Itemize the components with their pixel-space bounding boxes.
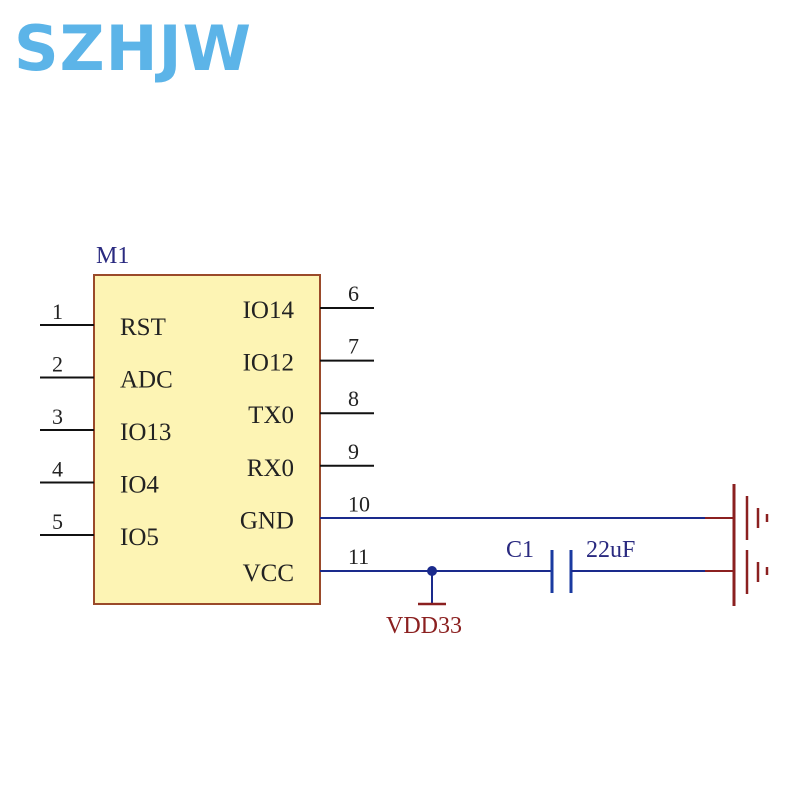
pin-label: IO5	[120, 524, 159, 551]
pin-number: 8	[348, 386, 359, 411]
pin-number: 2	[52, 352, 63, 377]
pin-label: IO13	[120, 419, 171, 446]
capacitor-value: 22uF	[586, 537, 635, 563]
capacitor-designator: C1	[506, 537, 534, 563]
brand-logo-text: SZHJW	[14, 12, 252, 85]
pin-number: 10	[348, 491, 370, 516]
pin-number: 1	[52, 299, 63, 324]
pin-number: 3	[52, 404, 63, 429]
pin-number: 9	[348, 439, 359, 464]
pin-label: IO12	[243, 350, 294, 377]
pin-label: IO4	[120, 472, 159, 499]
pin-number: 4	[52, 457, 63, 482]
pin-label: GND	[240, 507, 294, 534]
ground-symbol-capacitor	[732, 538, 769, 606]
pin-number: 5	[52, 509, 63, 534]
pin-label: TX0	[248, 402, 294, 429]
pin-label: RST	[120, 314, 166, 341]
pin-number: 7	[348, 334, 359, 359]
ground-symbol-gnd	[732, 484, 769, 552]
pin-label: IO14	[243, 297, 295, 324]
vdd33-label: VDD33	[386, 613, 462, 639]
pin-label: RX0	[247, 455, 294, 482]
pin-number: 6	[348, 281, 359, 306]
module-designator: M1	[96, 243, 129, 269]
pin-label: ADC	[120, 367, 173, 394]
module-body	[93, 274, 321, 605]
pin-label: VCC	[243, 560, 294, 587]
pin-number: 11	[348, 544, 369, 569]
